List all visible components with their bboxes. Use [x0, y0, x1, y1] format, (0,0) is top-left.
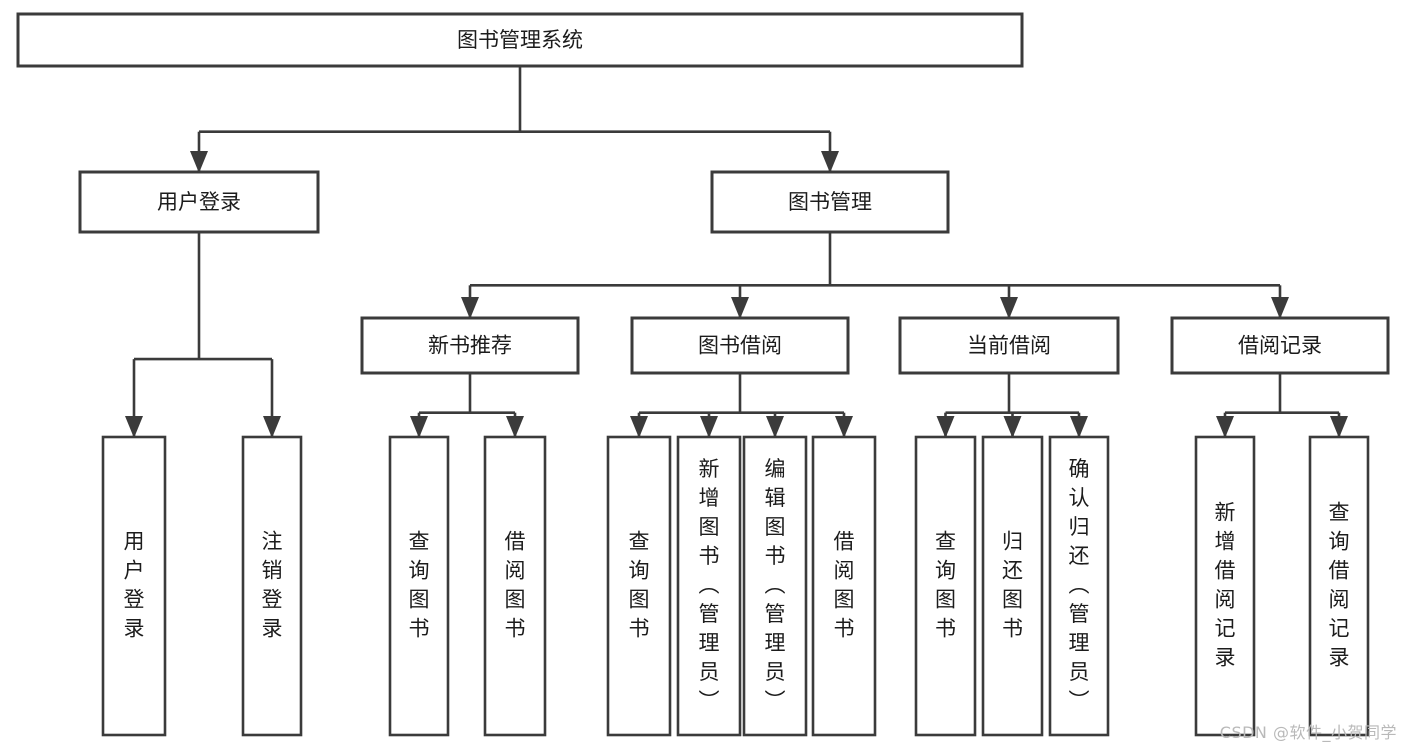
connector-layer: [125, 66, 1348, 438]
node-box: [360, 316, 580, 375]
node-label: 借阅图书: [505, 530, 526, 641]
node-label: 新书推荐: [428, 334, 512, 358]
edge-group-root: [190, 66, 839, 173]
edge-group-book-manage: [461, 232, 1289, 319]
node-label: 注销登录: [262, 530, 283, 641]
node-leaf-br-query[interactable]: 查询借阅记录: [1308, 435, 1370, 737]
node-box: [981, 435, 1044, 737]
node-box: [16, 12, 1024, 68]
arrow-head-icon: [125, 416, 143, 438]
node-box: [101, 435, 167, 737]
arrow-head-icon: [263, 416, 281, 438]
node-label: 图书管理系统: [457, 28, 583, 52]
node-leaf-bb-add[interactable]: 新增图书︵管理员︶: [676, 435, 742, 737]
arrow-head-icon: [506, 416, 524, 438]
arrow-head-icon: [700, 416, 718, 438]
node-box: [630, 316, 850, 375]
node-label: 确认归还︵管理员︶: [1069, 457, 1090, 713]
arrow-head-icon: [630, 416, 648, 438]
arrow-head-icon: [731, 297, 749, 319]
node-current-borrow[interactable]: 当前借阅: [898, 316, 1120, 375]
node-leaf-cb-return[interactable]: 归还图书: [981, 435, 1044, 737]
edge-group-new-book: [410, 373, 524, 438]
node-root[interactable]: 图书管理系统: [16, 12, 1024, 68]
arrow-head-icon: [1003, 416, 1022, 438]
arrow-head-icon: [1330, 416, 1348, 438]
arrow-head-icon: [766, 416, 784, 438]
node-box: [914, 435, 977, 737]
node-box: [676, 435, 742, 737]
node-book-borrow[interactable]: 图书借阅: [630, 316, 850, 375]
node-label: 图书借阅: [698, 334, 782, 358]
node-leaf-cb-query[interactable]: 查询图书: [914, 435, 977, 737]
node-leaf-user-login[interactable]: 用户登录: [101, 435, 167, 737]
node-box: [1194, 435, 1256, 737]
node-label: 当前借阅: [967, 334, 1051, 358]
node-label: 查询图书: [409, 530, 430, 641]
node-label: 新增借阅记录: [1215, 501, 1236, 670]
edge-group-user-login: [125, 232, 281, 438]
node-label: 图书管理: [788, 190, 872, 214]
arrow-head-icon: [410, 416, 428, 438]
node-box: [1048, 435, 1110, 737]
node-leaf-bb-borrow[interactable]: 借阅图书: [811, 435, 877, 737]
node-label: 查询借阅记录: [1329, 501, 1350, 670]
node-box: [710, 170, 950, 234]
node-leaf-bb-edit[interactable]: 编辑图书︵管理员︶: [742, 435, 808, 737]
edge-group-borrow-record: [1216, 373, 1348, 438]
node-leaf-cb-confirm[interactable]: 确认归还︵管理员︶: [1048, 435, 1110, 737]
node-leaf-nb-borrow[interactable]: 借阅图书: [483, 435, 547, 737]
node-layer: 图书管理系统用户登录图书管理新书推荐图书借阅当前借阅借阅记录用户登录注销登录查询…: [16, 12, 1390, 737]
arrow-head-icon: [461, 297, 479, 319]
node-leaf-nb-query[interactable]: 查询图书: [388, 435, 450, 737]
node-leaf-user-logout[interactable]: 注销登录: [241, 435, 303, 737]
node-box: [606, 435, 672, 737]
arrow-head-icon: [936, 416, 955, 438]
node-label: 编辑图书︵管理员︶: [765, 457, 786, 713]
node-label: 新增图书︵管理员︶: [699, 457, 720, 713]
edge-group-current-borrow: [936, 373, 1088, 438]
node-user-login[interactable]: 用户登录: [78, 170, 320, 234]
arrow-head-icon: [1271, 297, 1289, 319]
node-leaf-br-add[interactable]: 新增借阅记录: [1194, 435, 1256, 737]
arrow-head-icon: [1000, 297, 1018, 319]
node-new-book[interactable]: 新书推荐: [360, 316, 580, 375]
node-box: [742, 435, 808, 737]
node-leaf-bb-query[interactable]: 查询图书: [606, 435, 672, 737]
node-box: [78, 170, 320, 234]
arrow-head-icon: [1216, 416, 1234, 438]
arrow-head-icon: [835, 416, 853, 438]
node-box: [388, 435, 450, 737]
node-box: [1170, 316, 1390, 375]
arrow-head-icon: [1070, 416, 1088, 438]
node-label: 用户登录: [157, 190, 241, 214]
arrow-head-icon: [190, 151, 208, 173]
node-label: 查询图书: [935, 530, 956, 641]
arrow-head-icon: [821, 151, 839, 173]
node-box: [483, 435, 547, 737]
edge-group-book-borrow: [630, 373, 853, 438]
node-box: [898, 316, 1120, 375]
node-label: 借阅记录: [1238, 334, 1322, 358]
node-borrow-record[interactable]: 借阅记录: [1170, 316, 1390, 375]
node-label: 借阅图书: [834, 530, 855, 641]
node-box: [241, 435, 303, 737]
node-book-manage[interactable]: 图书管理: [710, 170, 950, 234]
node-label: 查询图书: [629, 530, 650, 641]
node-label: 归还图书: [1002, 530, 1023, 641]
node-box: [811, 435, 877, 737]
node-label: 用户登录: [124, 530, 145, 641]
node-box: [1308, 435, 1370, 737]
